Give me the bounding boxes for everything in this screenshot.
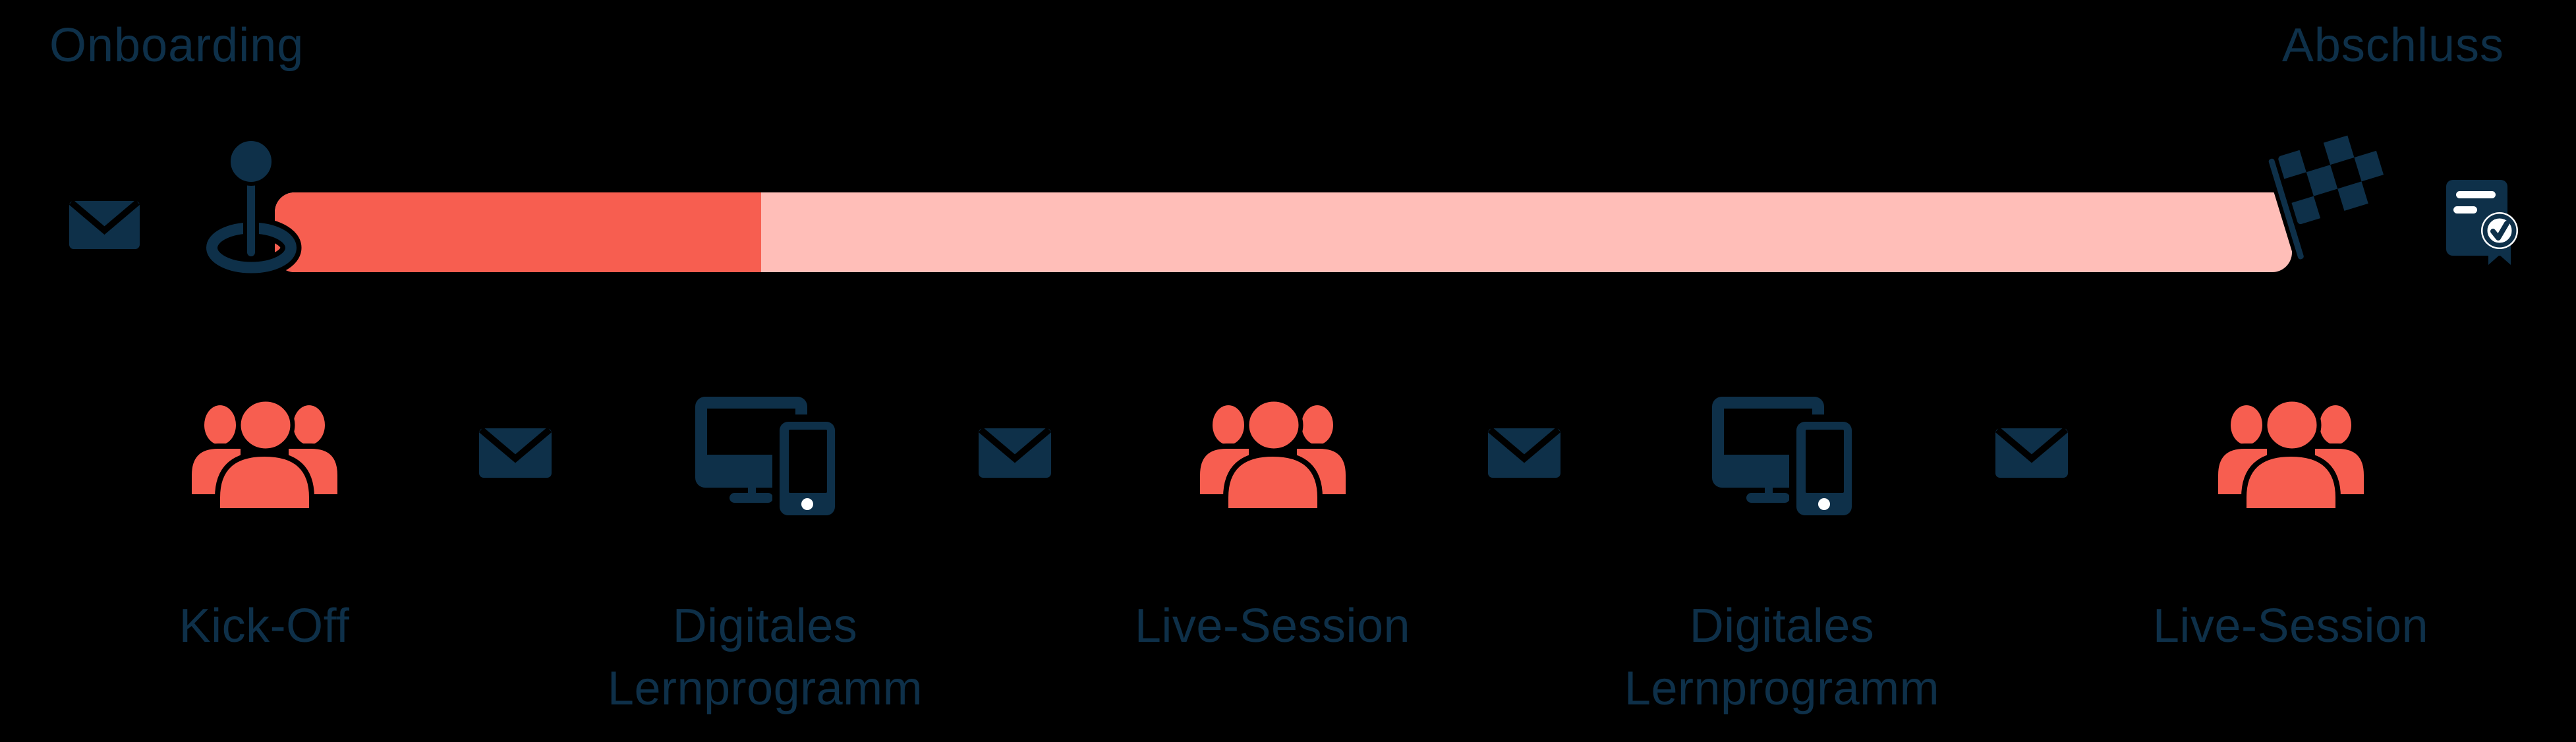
devices-icon xyxy=(695,397,835,523)
timeline-progress xyxy=(275,192,761,272)
phase-start-label: Onboarding xyxy=(49,19,304,72)
users-icon xyxy=(1195,397,1351,513)
mail-icon xyxy=(1487,427,1561,478)
step-label-kick-off: Kick-Off xyxy=(179,600,350,652)
users-icon xyxy=(186,397,343,513)
finish-flag-icon xyxy=(2241,125,2412,283)
mail-icon xyxy=(1995,427,2069,478)
timeline-track xyxy=(275,192,2292,272)
phase-end-label: Abschluss xyxy=(2281,19,2504,72)
step-label-digitales-lernprogramm-1: Digitales Lernprogramm xyxy=(607,600,923,715)
mail-icon xyxy=(978,427,1052,478)
certificate-icon xyxy=(2432,173,2524,268)
map-pin-icon xyxy=(198,132,304,278)
mail-icon xyxy=(69,200,140,249)
mail-icon xyxy=(478,427,552,478)
users-icon xyxy=(2213,397,2369,513)
devices-icon xyxy=(1712,397,1852,523)
step-label-live-session-1: Live-Session xyxy=(1134,600,1411,652)
step-label-live-session-2: Live-Session xyxy=(2152,600,2429,652)
step-label-digitales-lernprogramm-2: Digitales Lernprogramm xyxy=(1624,600,1940,715)
